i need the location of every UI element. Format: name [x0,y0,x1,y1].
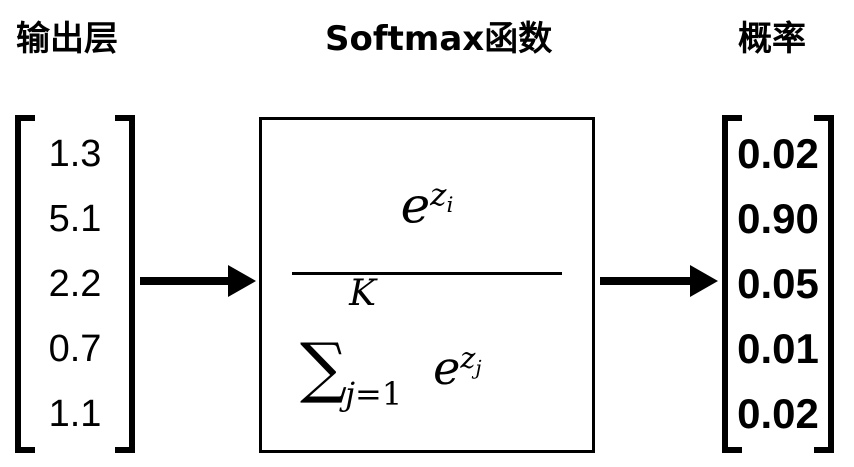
probability-value: 0.90 [737,194,819,242]
fraction-bar [292,272,562,275]
formula-numerator: ezi [400,176,454,235]
output-layer-title: 输出层 [16,19,118,59]
right-arrow-icon [140,265,256,297]
probability-title: 概率 [738,19,806,59]
probability-value: 0.01 [737,325,819,373]
probability-value: 0.02 [737,390,819,438]
sum-symbol: ∑ [300,329,348,406]
left-bracket [722,115,742,453]
input-value: 2.2 [48,262,102,305]
input-value: 1.1 [48,393,102,436]
right-arrow-icon [600,265,718,297]
probability-value: 0.05 [737,259,819,307]
left-bracket [15,115,35,453]
softmax-function-title: Softmax函数 [325,19,553,59]
input-vector: 1.3 5.1 2.2 0.7 1.1 [15,115,135,453]
right-bracket [115,115,135,453]
input-value: 5.1 [48,197,102,240]
probability-vector: 0.02 0.90 0.05 0.01 0.02 [722,115,834,453]
probability-value: 0.02 [737,129,819,177]
right-bracket [814,115,834,453]
input-value: 1.3 [48,132,102,175]
input-value: 0.7 [48,328,102,371]
